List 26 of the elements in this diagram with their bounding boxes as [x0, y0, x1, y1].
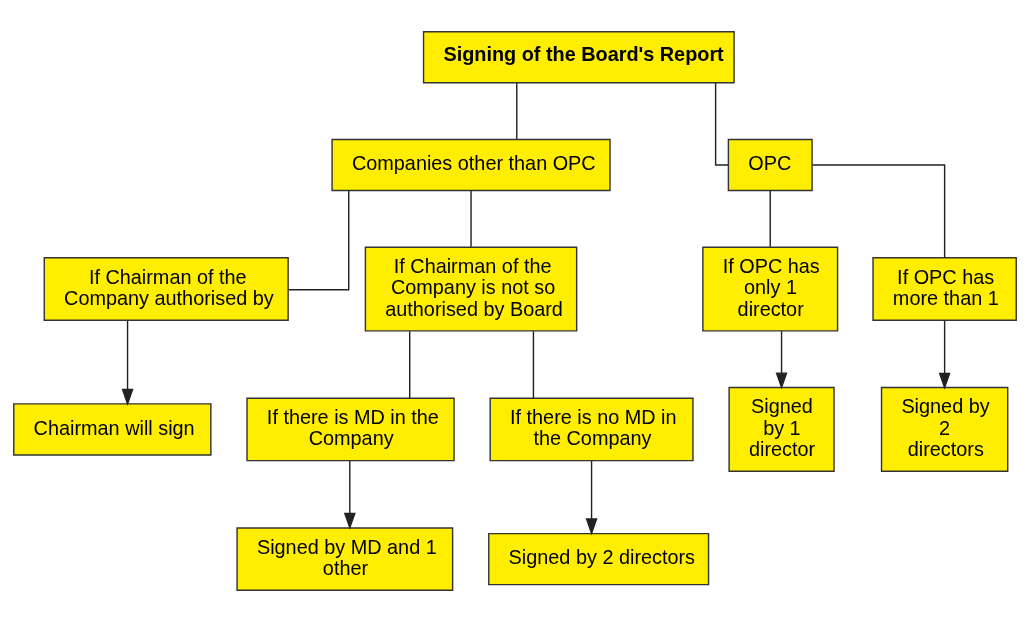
node-box: Chairman will sign — [13, 403, 212, 456]
node-box: If there is no MD in the Company — [489, 397, 694, 462]
arrow — [121, 320, 134, 406]
node-box: Signed by 2 directors — [488, 532, 710, 586]
node-box: Signing of the Board's Report — [422, 30, 735, 84]
connector — [470, 189, 472, 248]
node-box: If OPC has only 1 director — [702, 246, 839, 332]
node-box: OPC — [727, 138, 813, 192]
connector — [287, 190, 350, 291]
connector — [769, 189, 771, 248]
connector — [532, 330, 535, 399]
node-box: If Chairman of the Company authorised by — [43, 257, 289, 321]
connector — [811, 164, 946, 259]
arrow — [775, 330, 788, 390]
node-box: If Chairman of the Company is not so authorised by Board — [364, 246, 578, 332]
node-box: Signed by 1 director — [728, 386, 835, 472]
arrow — [343, 460, 356, 530]
node-box: Companies other than OPC — [331, 138, 611, 192]
node-box: If there is MD in the Company — [246, 397, 455, 462]
node-box: If OPC has more than 1 — [872, 257, 1017, 321]
node-box: Signed by 2 directors — [880, 386, 1009, 472]
connector — [409, 330, 411, 399]
connector — [516, 82, 518, 140]
arrow — [938, 320, 951, 390]
node-box: Signed by MD and 1 other — [236, 527, 454, 592]
arrow — [585, 460, 598, 536]
